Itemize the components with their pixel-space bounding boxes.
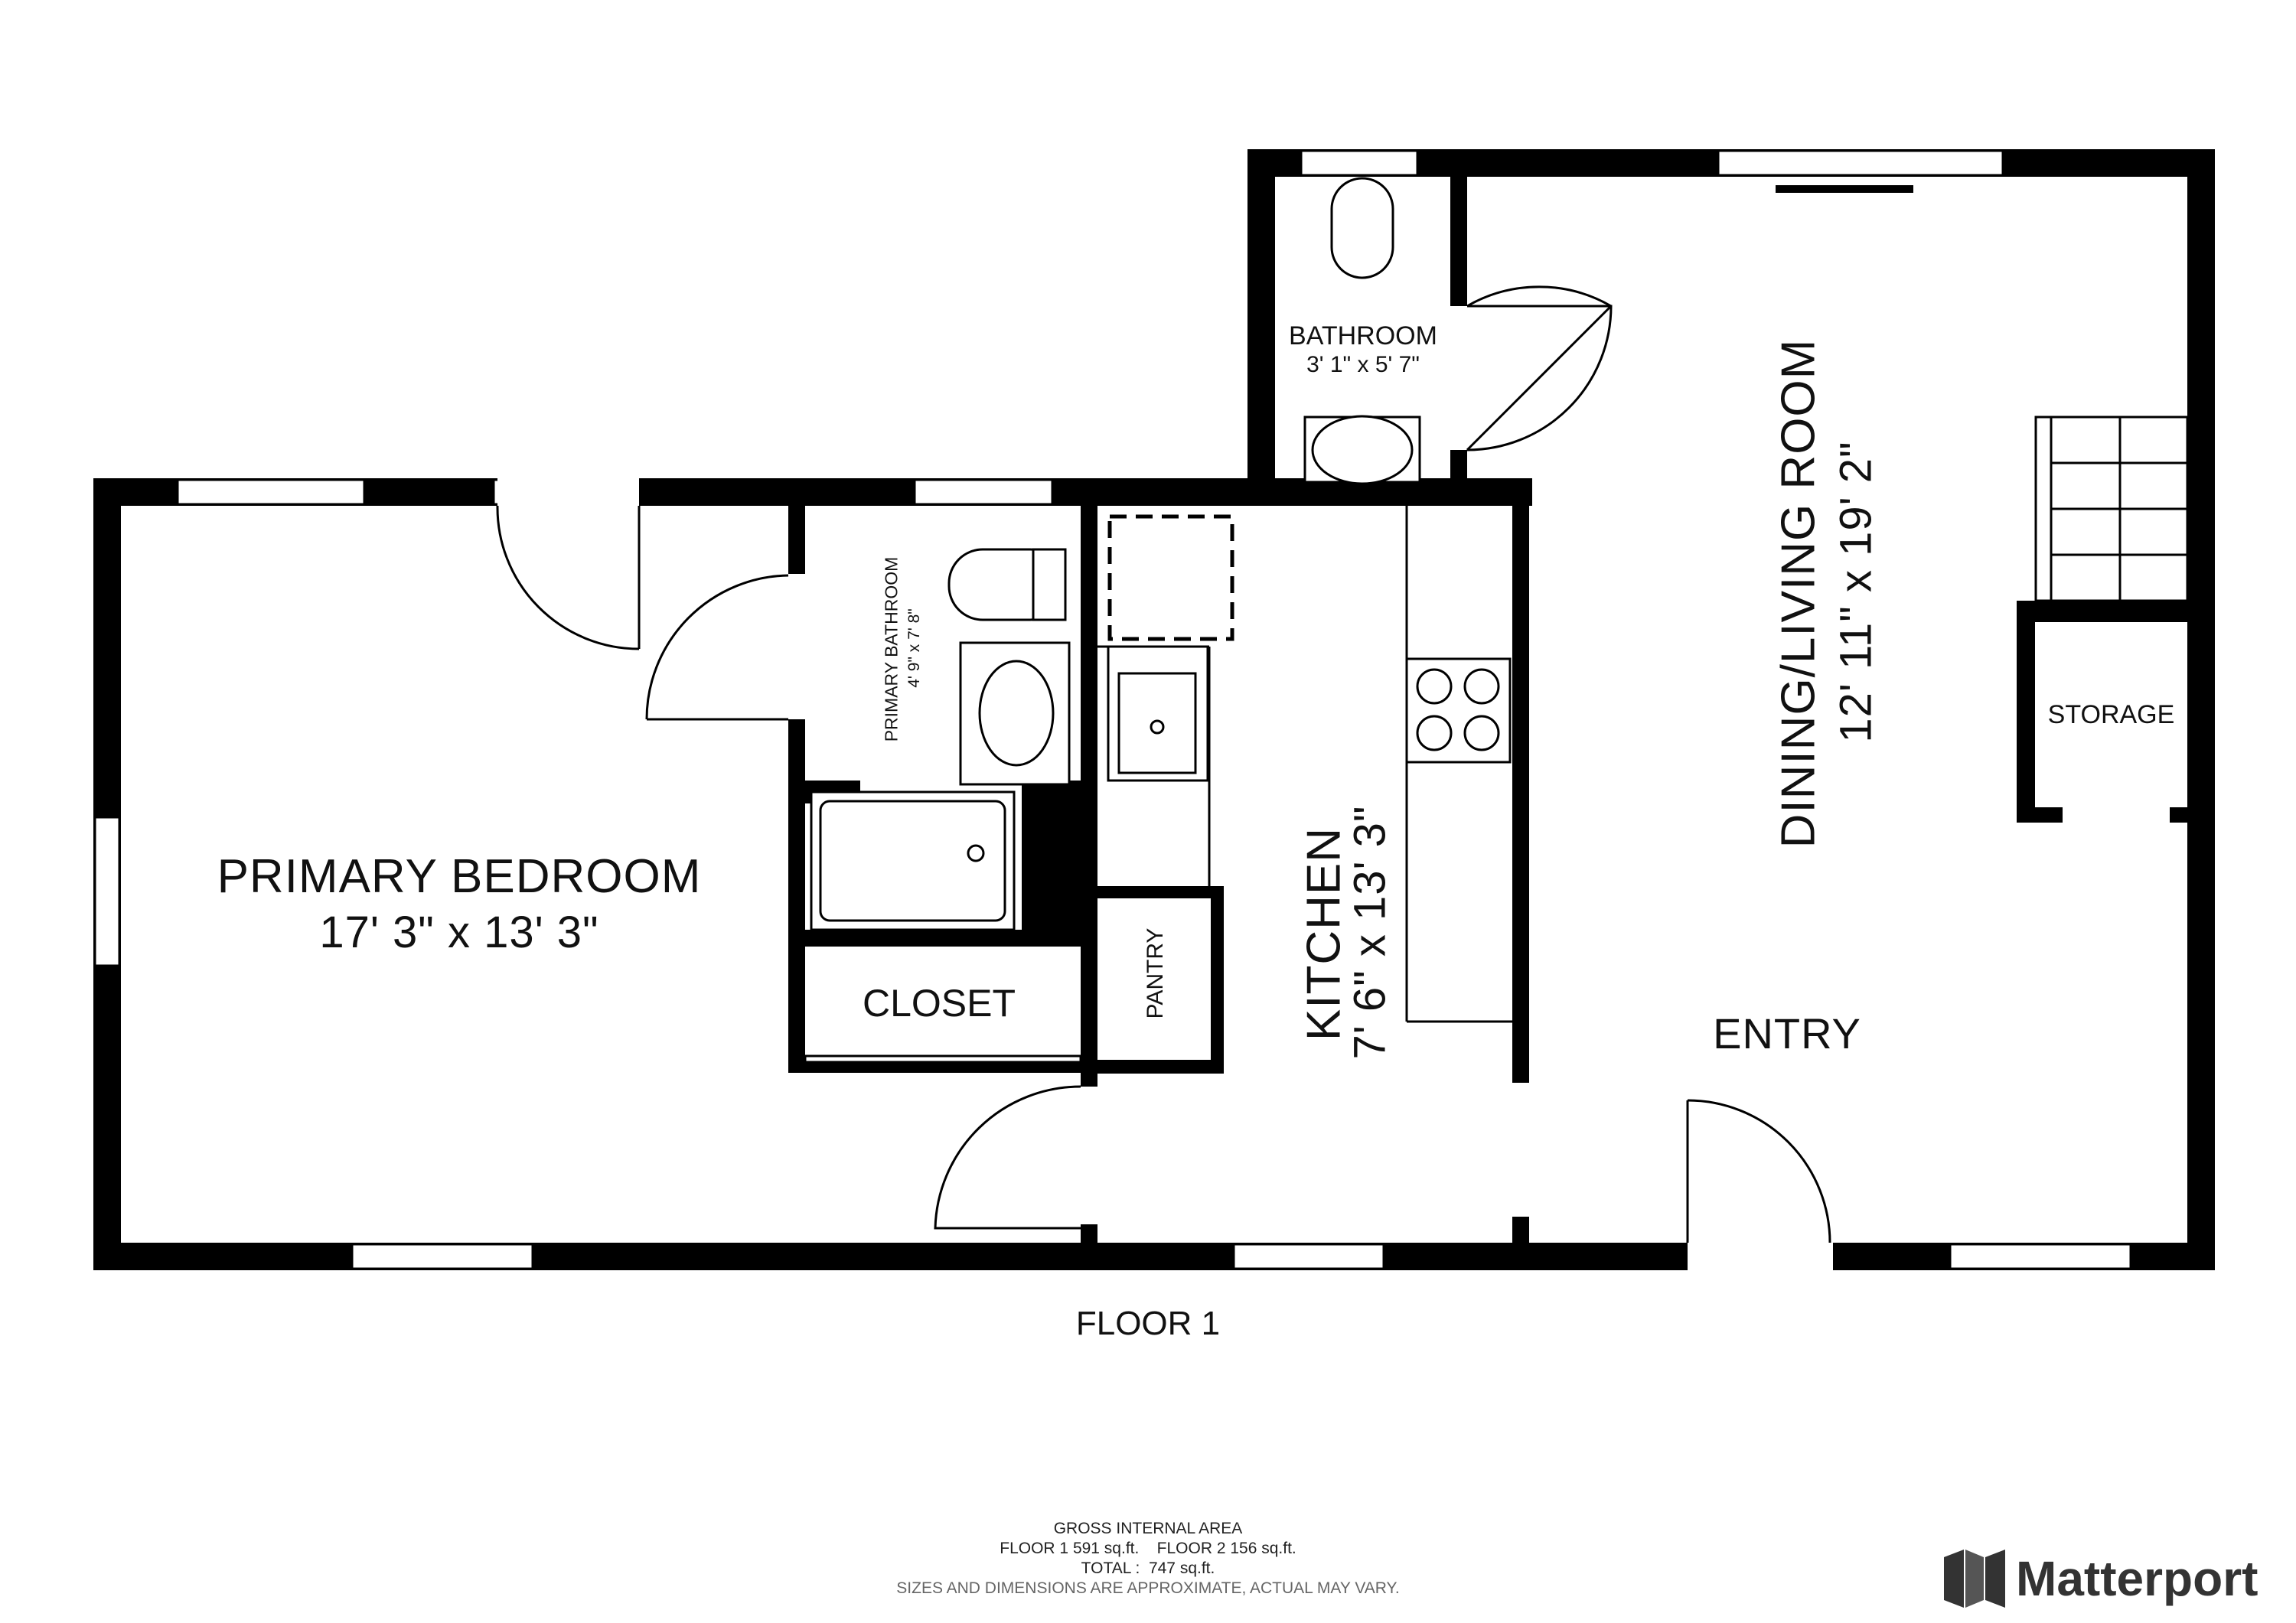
fixtures [804,177,2189,1064]
area-summary: GROSS INTERNAL AREA FLOOR 1 591 sq.ft. F… [842,1519,1454,1599]
room-primary-bedroom-name: PRIMARY BEDROOM [217,850,702,903]
room-primary-bedroom-dims: 17' 3" x 13' 3" [319,908,599,957]
room-pantry-name: PANTRY [1143,927,1168,1019]
area-total: TOTAL : 747 sq.ft. [1081,1559,1215,1577]
room-primary-bathroom-dims: 4' 9" x 7' 8" [905,608,923,688]
room-kitchen-name: KITCHEN [1297,826,1351,1041]
room-closet-name: CLOSET [862,982,1016,1025]
room-bathroom-name: BATHROOM [1289,321,1437,350]
room-dining-living-name: DINING/LIVING ROOM [1772,338,1825,849]
doors [496,285,1833,1272]
floor-label: FLOOR 1 [1075,1305,1221,1342]
windows [93,149,2132,1270]
room-entry-name: ENTRY [1713,1009,1861,1058]
area-title: GROSS INTERNAL AREA [1053,1520,1243,1537]
area-floors: FLOOR 1 591 sq.ft. FLOOR 2 156 sq.ft. [1000,1540,1296,1557]
brand: Matterport [1944,1550,2258,1608]
room-kitchen-dims: 7' 6" x 13' 3" [1345,805,1395,1060]
room-storage-name: STORAGE [2047,700,2175,729]
area-disclaimer: SIZES AND DIMENSIONS ARE APPROXIMATE, AC… [896,1579,1400,1597]
matterport-logo-icon [1944,1550,2005,1608]
room-bathroom-dims: 3' 1" x 5' 7" [1306,352,1420,377]
room-dining-living-dims: 12' 11" x 19' 2" [1831,441,1881,743]
brand-name: Matterport [2016,1551,2258,1606]
room-primary-bathroom-name: PRIMARY BATHROOM [881,556,902,742]
